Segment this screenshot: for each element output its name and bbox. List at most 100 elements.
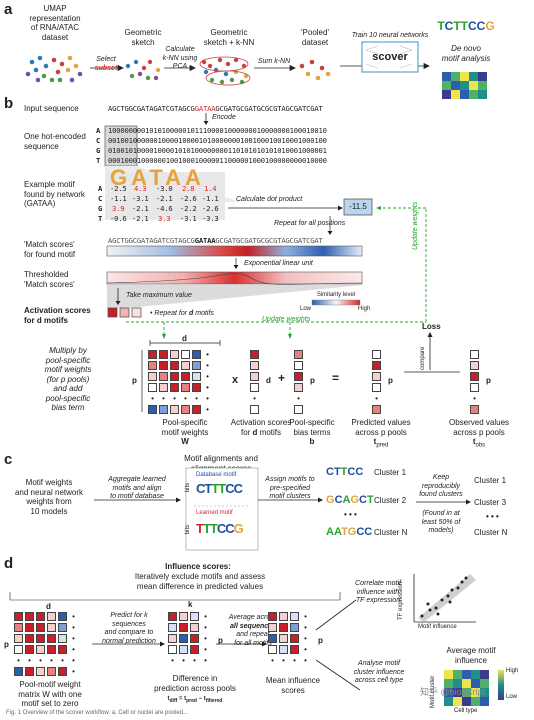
grid-cell [294,350,303,359]
grid-cell: • [206,350,209,359]
grid-cell: • [61,656,64,665]
grid-cell [470,383,479,392]
grid-cell [181,361,190,370]
similarity-high: High [358,306,371,312]
grid-cell [279,612,288,621]
similarity-label: Similarity level [316,292,356,298]
matrix-row-c-base: C [98,194,103,203]
grid-cell: • [28,656,31,665]
grid-cell [190,623,199,632]
grid-cell [170,405,179,414]
grid-cell: • [72,667,75,676]
grid-cell [25,645,34,654]
grid-cell [25,634,34,643]
grid-cell [148,372,157,381]
grid-cell: • [206,372,209,381]
grid-cell [290,645,299,654]
learned-logo: TTTCCG [196,521,244,536]
grid-cell: • [72,634,75,643]
bits-label-2: bits [185,524,192,535]
grid-cell: • [304,612,307,621]
mean-matrix: •••••••• [268,612,316,668]
grid-cell: • [72,612,75,621]
diff-caption: Difference in prediction across pools [154,674,236,693]
grid-cell: • [184,394,187,403]
cluster-right-3: Cluster 3 [474,498,507,507]
update-weights-vertical: Update weights [412,201,419,250]
grid-cell [36,667,45,676]
grid-cell: • [17,656,20,665]
equals-sign: = [332,371,340,385]
matrix-cell: -0.6 [110,214,127,223]
grid-cell [470,405,479,414]
grid-cell: • [206,361,209,370]
grid-cell [470,361,479,370]
cluster-right-1: Cluster 1 [474,476,507,485]
cluster-left-2: Cluster 2 [374,496,407,505]
grid-cell [159,383,168,392]
grid-cell [190,634,199,643]
grid-cell: • [204,623,207,632]
grid-cell: • [297,394,300,403]
grid-cell: • [473,394,476,403]
influence-title: Influence scores: [165,562,231,571]
d-diff-p-label: p [218,636,223,645]
legend-low: Low [506,694,518,700]
onehot-row-t-base: T [96,156,101,165]
matrix-cell: 3.9 [112,204,125,213]
grid-cell: • [39,656,42,665]
grid-cell [168,634,177,643]
matrix-cell: 3.3 [158,214,171,223]
match-scores-label: 'Match scores' for found motif [24,240,76,259]
grid-cell [190,645,199,654]
matrix-cell: -2.6 [202,204,219,213]
w-p-label: p [132,376,137,385]
panel-a-graphics [25,41,487,99]
grid-cell: • [171,656,174,665]
denovo-logo: TCTTCCG [437,19,495,33]
matrix-cell: -1.1 [110,194,127,203]
act-d-label: d [266,376,271,385]
grid-cell: • [304,645,307,654]
grid-cell [168,612,177,621]
scover-logo-text: scover [372,51,408,63]
grid-cell [148,383,157,392]
grid-cell [14,612,23,621]
thresh-label: Thresholded 'Match scores' [24,270,75,289]
encode-label: Encode [212,114,236,121]
grid-cell: • [173,394,176,403]
matrix-cell: -4.6 [156,204,173,213]
grid-cell [168,645,177,654]
grid-cell [47,645,56,654]
onehot-label: One hot-encoded sequence [24,132,86,151]
matrix-cell: -2.1 [156,194,173,203]
cluster-dots: • • • [344,510,357,519]
onehot-row-a-bits: 1000000001010100000101110000100000001000… [108,126,327,135]
grid-cell [250,350,259,359]
matrix-cell: -3.0 [156,184,173,193]
grid-cell: • [72,645,75,654]
elu-label: Exponential linear unit [244,260,313,267]
grid-cell [279,634,288,643]
sketch-knn-dots [199,56,251,86]
obs-vector: • [470,350,482,414]
matrix-cell: -3.1 [180,214,197,223]
grid-cell [294,372,303,381]
grid-cell [294,405,303,414]
c-left-text: Motif weights and neural network weights… [14,478,84,516]
grid-cell [170,350,179,359]
pooled-label: 'Pooled' dataset [301,28,329,47]
dot-value: -11.5 [349,202,367,211]
grid-cell [268,623,277,632]
grid-cell [181,383,190,392]
cluster-logo-2: GCAGCT [326,494,374,506]
legend-high: High [506,668,519,674]
grid-cell [250,405,259,414]
database-motif-label: Database motif [196,472,237,478]
grid-cell [268,645,277,654]
w-d-label: d [182,334,187,343]
grid-cell [25,612,34,621]
